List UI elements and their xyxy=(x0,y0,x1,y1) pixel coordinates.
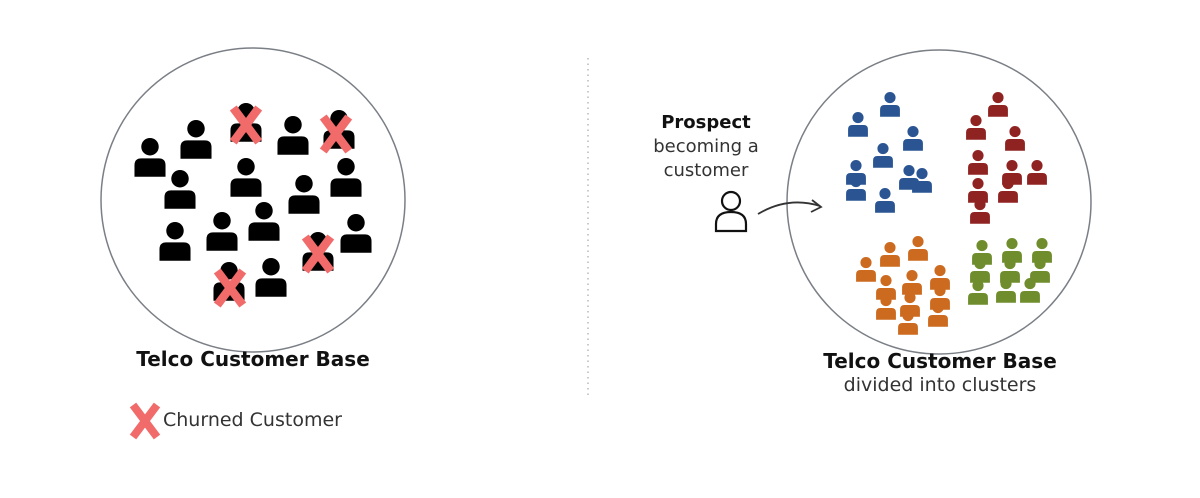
churn-legend-label: Churned Customer xyxy=(163,409,342,431)
prospect-subtitle-1: becoming a xyxy=(653,136,759,157)
customer-icon xyxy=(248,202,280,241)
cluster-1-customer-icon xyxy=(848,112,868,137)
customer-icon xyxy=(159,222,191,261)
cluster-2-customer-icon xyxy=(1027,160,1047,185)
cluster-2-customer-icon xyxy=(966,115,986,140)
cluster-2-customer-icon xyxy=(988,92,1008,117)
customer-base-circle xyxy=(100,47,406,353)
customer-icon xyxy=(277,116,309,155)
prospect-person-icon xyxy=(714,190,748,233)
customer-icon xyxy=(288,175,320,214)
prospect-label: Prospect becoming a customer xyxy=(640,111,772,183)
right-title: Telco Customer Base xyxy=(823,349,1057,373)
cluster-4-customer-icon xyxy=(970,258,990,283)
churn-x-icon xyxy=(319,114,353,154)
clustered-base-circle xyxy=(786,49,1092,355)
clustered-customers xyxy=(846,92,1052,335)
cluster-3-customer-icon xyxy=(902,270,922,295)
cluster-3-customer-icon xyxy=(880,242,900,267)
customer-icon xyxy=(164,170,196,209)
cluster-4-customer-icon xyxy=(968,280,988,305)
cluster-4-customer-icon xyxy=(1030,258,1050,283)
prospect-arrow xyxy=(757,199,823,215)
churn-x-icon xyxy=(229,105,263,145)
cluster-2-customer-icon xyxy=(968,178,988,203)
prospect-subtitle-2: customer xyxy=(663,160,749,181)
cluster-1-customer-icon xyxy=(903,126,923,151)
customer-icon xyxy=(230,158,262,197)
cluster-1-customer-icon xyxy=(875,188,895,213)
cluster-1-customer-icon xyxy=(873,143,893,168)
cluster-4-customer-icon xyxy=(996,278,1016,303)
cluster-3-customer-icon xyxy=(930,265,950,290)
churn-legend-x-icon xyxy=(129,402,161,440)
churn-x-icon xyxy=(213,268,247,308)
right-subtitle: divided into clusters xyxy=(843,374,1037,396)
customer-icon xyxy=(134,138,166,177)
prospect-title: Prospect xyxy=(661,112,751,133)
cluster-3-customer-icon xyxy=(928,302,948,327)
left-customers xyxy=(134,103,372,308)
customer-icon xyxy=(330,158,362,197)
cluster-3-customer-icon xyxy=(876,275,896,300)
cluster-1-customer-icon xyxy=(846,176,866,201)
customer-icon xyxy=(180,120,212,159)
cluster-3-customer-icon xyxy=(876,295,896,320)
left-title: Telco Customer Base xyxy=(136,347,370,371)
churn-x-icon xyxy=(129,402,161,440)
customer-icon xyxy=(255,258,287,297)
cluster-3-customer-icon xyxy=(898,310,918,335)
cluster-2-customer-icon xyxy=(998,178,1018,203)
cluster-3-customer-icon xyxy=(856,257,876,282)
cluster-3-customer-icon xyxy=(908,236,928,261)
cluster-1-customer-icon xyxy=(912,168,932,193)
customer-icon xyxy=(206,212,238,251)
churn-x-icon xyxy=(301,234,335,274)
cluster-1-customer-icon xyxy=(880,92,900,117)
customer-icon xyxy=(340,214,372,253)
cluster-4-customer-icon xyxy=(1020,278,1040,303)
cluster-2-customer-icon xyxy=(1005,126,1025,151)
cluster-2-customer-icon xyxy=(970,199,990,224)
cluster-2-customer-icon xyxy=(968,150,988,175)
